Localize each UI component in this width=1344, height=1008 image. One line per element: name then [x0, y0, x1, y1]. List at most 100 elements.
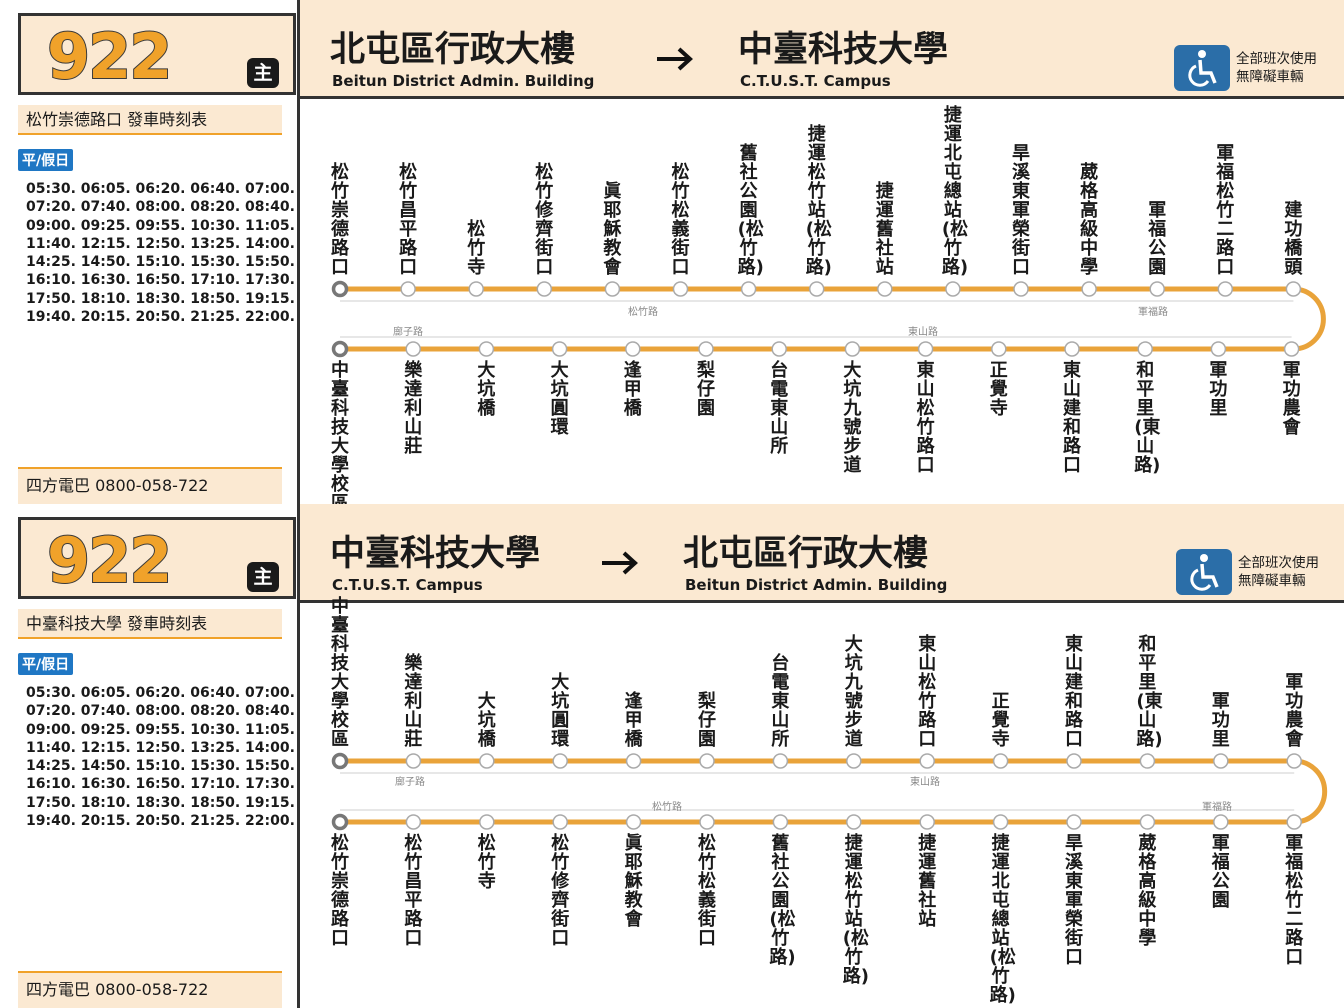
road-label: 廍子路 [395, 777, 425, 788]
stop-label: 梨仔園 [697, 360, 715, 419]
stop-label: 和平里(東山路) [1136, 634, 1163, 750]
stop-label: 松竹崇德路口 [331, 833, 349, 949]
stop-label: 大坑圓環 [550, 360, 569, 438]
route-line [340, 286, 1326, 352]
accessible-note: 全部班次使用 無障礙車輛 [1238, 555, 1319, 589]
stop-marker [479, 753, 495, 769]
stop-label: 葳格高級中學 [1080, 162, 1099, 278]
stop-marker [1013, 281, 1029, 297]
stop-marker [698, 341, 714, 357]
stop-marker [772, 814, 789, 830]
stop-marker [1285, 281, 1302, 297]
timetable-sidebar: 922 主 中臺科技大學 發車時刻表 平/假日 05:30. 06:05. 06… [0, 504, 298, 1008]
road-label: 廍子路 [393, 327, 423, 338]
stop-marker [945, 281, 961, 297]
stop-marker [625, 753, 642, 769]
header-divider [300, 600, 1344, 603]
wheelchair-icon [1176, 549, 1232, 595]
stop-label: 軍功里 [1209, 360, 1228, 419]
stop-marker [552, 753, 568, 769]
day-type-badge: 平/假日 [18, 653, 74, 675]
stop-label: 軍福公園 [1148, 200, 1167, 278]
stop-label: 大坑九號步道 [843, 360, 862, 476]
stop-marker [479, 814, 495, 830]
stop-label: 台電東山所 [770, 360, 789, 457]
right-arrow-icon [602, 551, 638, 575]
stop-marker [405, 814, 422, 830]
stop-marker [1064, 341, 1080, 357]
stop-label: 建功橋頭 [1284, 200, 1303, 278]
stop-label: 捷運舊社站 [918, 833, 937, 930]
stop-marker [405, 341, 421, 357]
stop-marker [699, 753, 715, 769]
origin-name-en: Beitun District Admin. Building [332, 72, 595, 90]
timetable-sidebar: 922 主 松竹崇德路口 發車時刻表 平/假日 05:30. 06:05. 06… [0, 0, 298, 504]
stop-marker [1066, 814, 1082, 830]
stop-label: 和平里(東山路) [1134, 360, 1161, 476]
stop-label: 捷運北屯總站(松竹路) [989, 833, 1016, 1006]
stop-marker [844, 341, 861, 357]
stop-marker [1139, 753, 1156, 769]
stop-marker [1213, 814, 1229, 830]
origin-name-en: C.T.U.S.T. Campus [332, 576, 483, 594]
route-number: 922 [46, 524, 173, 597]
stop-label: 梨仔園 [698, 691, 716, 750]
stop-label: 正覺寺 [989, 360, 1008, 419]
stop-label: 松竹寺 [467, 219, 486, 278]
stop-marker [1217, 281, 1234, 297]
stop-label: 軍福松竹二路口 [1285, 833, 1304, 968]
stop-label: 大坑圓環 [551, 672, 570, 750]
stop-marker [1210, 341, 1227, 357]
stop-marker [604, 281, 621, 297]
stop-marker [1213, 753, 1229, 769]
stop-label: 台電東山所 [771, 653, 790, 750]
stop-marker [1137, 341, 1153, 357]
stop-marker [740, 281, 757, 297]
stop-marker [405, 753, 422, 769]
stop-marker [1286, 753, 1302, 769]
road-label: 東山路 [908, 327, 938, 338]
stop-label: 旱溪東軍榮街口 [1012, 143, 1030, 278]
destination-name: 北屯區行政大樓 [683, 534, 929, 574]
right-arrow-icon [657, 47, 693, 71]
stop-marker [625, 341, 641, 357]
stop-label: 舊社公園(松竹路) [769, 833, 796, 968]
stop-label: 逢甲橋 [624, 691, 643, 750]
stop-label: 葳格高級中學 [1138, 833, 1157, 949]
route-type-badge: 主 [247, 58, 279, 88]
schedule-panel-outbound: 922 主 松竹崇德路口 發車時刻表 平/假日 05:30. 06:05. 06… [0, 0, 1344, 504]
stop-marker [699, 814, 715, 830]
stop-marker [1066, 753, 1082, 769]
route-line [340, 758, 1328, 825]
accessible-note: 全部班次使用 無障礙車輛 [1236, 51, 1317, 85]
stop-label: 東山建和路口 [1063, 360, 1081, 476]
stop-marker [536, 281, 553, 297]
stop-marker [917, 341, 934, 357]
stop-label: 松竹修齊街口 [535, 162, 554, 278]
road-label: 東山路 [910, 777, 940, 788]
stop-label: 捷運舊社站 [875, 181, 894, 278]
stop-marker [992, 814, 1009, 830]
departure-title: 中臺科技大學 發車時刻表 [18, 609, 282, 639]
stop-label: 中臺科技大學校區 [331, 360, 349, 504]
stop-label: 東山松竹路口 [916, 360, 935, 476]
stop-label: 軍功里 [1211, 691, 1230, 750]
destination-name: 中臺科技大學 [738, 30, 949, 70]
road-label: 軍福路 [1202, 802, 1232, 813]
road-label: 松竹路 [652, 802, 682, 813]
stop-marker [1139, 814, 1156, 830]
stop-marker [919, 814, 935, 830]
stop-label: 大坑橋 [477, 691, 496, 750]
stop-marker [846, 753, 862, 769]
route-number-box: 922 主 [18, 517, 296, 599]
stop-label: 中臺科技大學校區 [331, 596, 349, 750]
stop-label: 眞耶穌教會 [603, 181, 622, 278]
route-number-box: 922 主 [18, 13, 296, 95]
stop-marker [400, 281, 416, 297]
stop-label: 大坑橋 [477, 360, 496, 419]
stop-marker [919, 753, 935, 769]
direction-header: 中臺科技大學 C.T.U.S.T. Campus 北屯區行政大樓 Beitun … [300, 504, 1344, 601]
direction-header: 北屯區行政大樓 Beitun District Admin. Building … [300, 0, 1344, 97]
road-label: 松竹路 [628, 307, 658, 318]
stop-label: 軍功農會 [1282, 360, 1301, 438]
